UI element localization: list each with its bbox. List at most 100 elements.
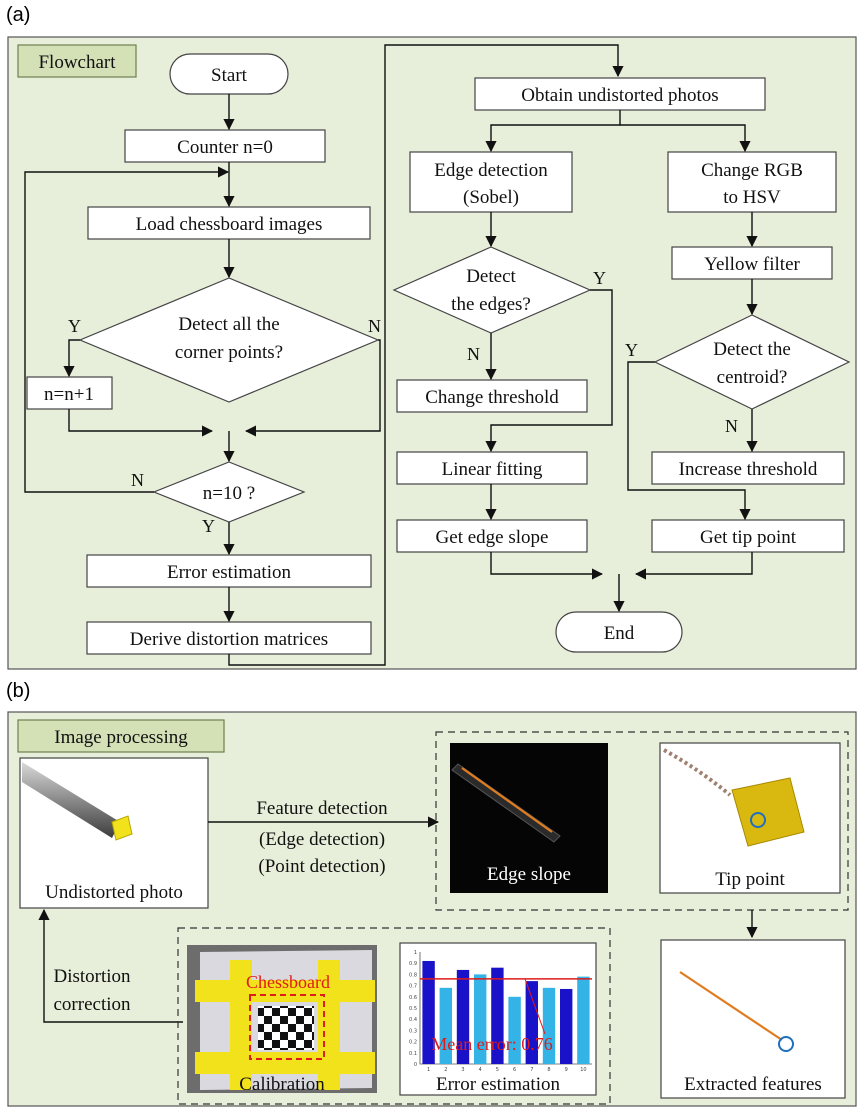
error-est-label: Error estimation [167,562,291,583]
no-centroid: N [725,416,738,436]
edge-obtain-rgb [620,124,751,153]
n10-label: n=10 ? [203,483,255,504]
detect-edges-label-2: the edges? [451,294,531,315]
error-est-node [86,554,372,588]
counter-node [124,129,326,163]
distortion-label-2: correction [53,994,131,1015]
panel-b-tag-box [17,719,225,753]
y-tick-label: 0.4 [409,1017,417,1023]
edge-obtain-edge [485,110,621,153]
undistorted-caption: Undistorted photo [45,882,183,903]
edge-detection-label-2: (Sobel) [463,187,519,208]
x-tick-label: 1 [427,1067,430,1073]
x-tick-label: 2 [444,1067,447,1073]
linear-node [396,451,588,485]
bar-10 [577,976,590,1064]
tip-point-node [651,519,845,553]
mean-leader-line [524,978,546,1035]
distortion-arrow [38,908,183,1023]
calibration-group [177,927,611,1105]
extracted-caption: Extracted features [684,1074,822,1095]
y-tick-label: 0 [414,1062,417,1068]
bar-5 [491,967,504,1064]
edge-detect-no [244,339,381,437]
y-tick-label: 0.6 [409,995,417,1001]
x-tick-label: 10 [580,1067,586,1073]
edge-slope-label: Get edge slope [436,527,549,548]
edge-derive-obtain [228,44,624,666]
counter-label: Counter n=0 [177,137,273,158]
edge-detectedges-yes [485,289,613,453]
panel-a-label: (a) [6,4,31,26]
mean-error-label: Mean error: 0.76 [431,1034,552,1054]
feature-label-3: (Point detection) [258,856,385,877]
extracted-circle [778,1036,794,1052]
rgb-label-1: Change RGB [701,160,803,181]
yes-centroid: Y [625,340,638,360]
x-tick-label: 5 [496,1067,499,1073]
start-label: Start [211,65,248,86]
y-tick-label: 0.5 [409,1006,417,1012]
panel-b-label: (b) [6,680,31,702]
bar-2 [439,987,452,1064]
yellow-label: Yellow filter [704,254,800,275]
no-edges: N [467,344,480,364]
panel-a-tag-box [17,44,137,78]
bar-4 [474,974,487,1064]
yes-edges: Y [593,268,606,288]
feature-label-1: Feature detection [256,798,388,819]
detect-corners-label-2: corner points? [175,342,283,363]
end-label: End [604,623,635,644]
edge-n10-no-loop [24,166,230,493]
obtain-node [474,77,766,111]
load-node [87,206,371,240]
x-tick-label: 9 [565,1067,568,1073]
y-tick-label: 0.9 [409,961,417,967]
bar-8 [542,987,556,1064]
bar-3 [456,969,470,1064]
error-estimation-caption: Error estimation [436,1074,560,1095]
increment-label: n=n+1 [44,384,94,405]
tip-point-label: Get tip point [700,527,797,548]
x-tick-label: 4 [479,1067,482,1073]
centroid-label-1: Detect the [713,339,791,360]
bar-6 [508,996,521,1064]
y-tick-label: 0.7 [409,984,417,990]
detect-corners-label-1: Detect all the [178,314,279,335]
rgb-node [667,151,837,213]
chessboard-label: Chessboard [246,972,330,992]
yes-n10: Y [202,516,215,536]
feature-label-2: (Edge detection) [259,829,385,850]
y-tick-label: 1 [414,950,417,956]
panel-a-tag: Flowchart [38,52,116,73]
edge-tip-end [634,552,753,580]
rgb-label-2: to HSV [723,187,781,208]
derive-node [86,621,372,655]
extracted-features-graphic [679,971,794,1052]
centroid-label-2: centroid? [717,367,788,388]
yes-corners: Y [68,316,81,336]
edge-detection-node [409,151,573,213]
increase-thr-label: Increase threshold [679,459,818,480]
edge-centroid-yes [627,361,751,521]
y-tick-label: 0.2 [409,1040,417,1046]
detect-corners-diamond [78,277,380,403]
feature-results-group [435,731,849,911]
linear-label: Linear fitting [442,459,543,480]
edge-increment-merge [68,409,214,437]
x-tick-label: 8 [547,1067,550,1073]
calibration-caption: Calibration [239,1074,325,1095]
edge-detect-yes [63,339,80,378]
tip-point-graphic [663,748,805,847]
edge-detection-label-1: Edge detection [434,160,548,181]
bar-7 [525,981,538,1064]
bar-9 [560,988,573,1064]
obtain-label: Obtain undistorted photos [521,85,718,106]
change-thr-node [396,379,588,413]
x-tick-label: 7 [530,1067,533,1073]
yellow-node [671,246,833,280]
no-corners: N [368,316,381,336]
no-n10: N [131,470,144,490]
calibration-image [187,945,377,1093]
